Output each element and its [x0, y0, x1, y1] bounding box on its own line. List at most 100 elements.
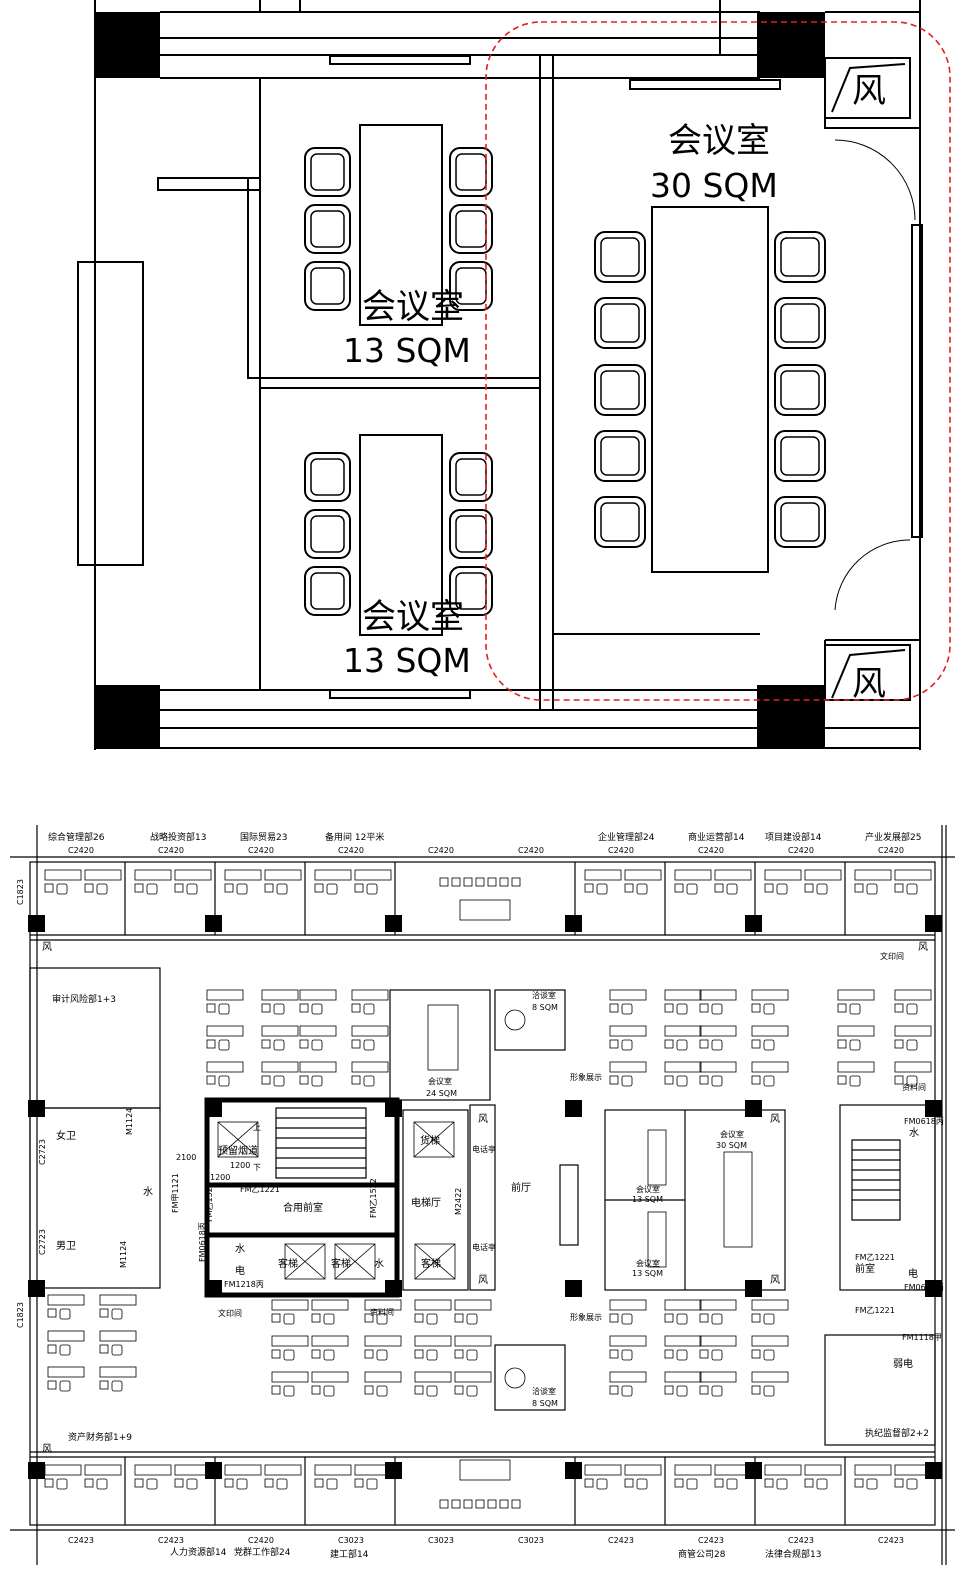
workstation: [99, 1366, 137, 1392]
office-chair: [676, 1075, 688, 1087]
desk: [674, 1464, 712, 1476]
workstation: [751, 1025, 789, 1051]
desk: [47, 1294, 85, 1306]
desk: [699, 989, 737, 1001]
desk: [311, 1299, 349, 1311]
workstation: [751, 1061, 789, 1087]
cabinet: [699, 1039, 709, 1049]
chair: [774, 231, 826, 283]
workstation: [664, 1061, 702, 1087]
workstation: [47, 1330, 85, 1356]
room-name: 客梯: [421, 1257, 441, 1270]
chair-seat: [304, 566, 351, 616]
workstation: [894, 1464, 932, 1490]
window-code: C2420: [68, 846, 94, 855]
room-area: 8 SQM: [532, 1003, 558, 1012]
room-name: 男卫: [56, 1240, 76, 1252]
shaft-label: 风: [852, 664, 886, 704]
meeting-table: [723, 1151, 753, 1248]
round-table: [504, 1367, 526, 1389]
room-name: 前室: [855, 1262, 875, 1275]
cabinet: [414, 1313, 424, 1323]
room-name: 形象展示: [570, 1072, 602, 1082]
chair-seat: [774, 364, 826, 416]
office-chair: [621, 1313, 633, 1325]
desk: [664, 1335, 702, 1347]
office-chair: [906, 1478, 918, 1490]
workstation: [584, 869, 622, 895]
lounge-seat: [487, 1499, 497, 1509]
window-code: C2423: [158, 1536, 184, 1545]
desk: [664, 1299, 702, 1311]
meeting-table-large: [651, 206, 769, 573]
workstation: [454, 1335, 492, 1361]
elevator-car: [284, 1243, 326, 1280]
workstation: [271, 1335, 309, 1361]
workstation: [47, 1366, 85, 1392]
cabinet: [351, 1075, 361, 1085]
cabinet: [699, 1385, 709, 1395]
office-chair: [326, 1478, 338, 1490]
desk: [751, 1025, 789, 1037]
office-chair: [466, 1313, 478, 1325]
cabinet: [47, 1308, 57, 1318]
elevator-cross: [284, 1243, 326, 1280]
workstation: [609, 1371, 647, 1397]
office-chair: [621, 1039, 633, 1051]
desk: [894, 1061, 932, 1073]
office-chair: [311, 1003, 323, 1015]
elevator-car: [334, 1243, 376, 1280]
chair-cushion: [310, 515, 345, 553]
room-name: 水: [374, 1258, 384, 1270]
meeting-table: [647, 1129, 667, 1186]
office-chair: [323, 1349, 335, 1361]
column: [745, 1280, 762, 1297]
lounge-seat: [511, 1499, 521, 1509]
office-chair: [726, 883, 738, 895]
cabinet: [804, 883, 814, 893]
cabinet: [751, 1313, 761, 1323]
shaft-label: 风: [852, 71, 886, 111]
cabinet: [299, 1039, 309, 1049]
office-chair: [376, 1313, 388, 1325]
office-chair: [711, 1313, 723, 1325]
cabinet: [47, 1380, 57, 1390]
office-chair: [363, 1003, 375, 1015]
cabinet: [751, 1385, 761, 1395]
door-code: FM乙1221: [855, 1306, 895, 1315]
cabinet: [674, 883, 684, 893]
cabinet: [364, 1385, 374, 1395]
office-chair: [218, 1003, 230, 1015]
desk: [584, 1464, 622, 1476]
lounge-seat: [439, 1499, 449, 1509]
chair-cushion: [310, 210, 345, 248]
plan-walls: [10, 825, 955, 1565]
desk: [609, 1299, 647, 1311]
office-chair: [311, 1039, 323, 1051]
office-chair: [323, 1313, 335, 1325]
workstation: [454, 1299, 492, 1325]
cabinet: [751, 1349, 761, 1359]
desk: [664, 1025, 702, 1037]
chair-seat: [449, 204, 493, 254]
desk: [224, 869, 262, 881]
workstation: [261, 989, 299, 1015]
office-chair: [621, 1003, 633, 1015]
workstation: [714, 869, 752, 895]
meeting-table: [427, 1004, 459, 1071]
top-window-labels: C2420 C2420 C2420 C2420 C2420 C2420 C242…: [68, 846, 904, 855]
office-chair: [849, 1075, 861, 1087]
side-window-labels: C1823 C1823 C2723 C2723: [16, 879, 47, 1328]
window-code: C2420: [608, 846, 634, 855]
workstation: [314, 869, 352, 895]
shaft-bottom: 风: [824, 644, 911, 704]
department-label: 执纪监督部2+2: [865, 1427, 929, 1439]
window-code: C2423: [698, 1536, 724, 1545]
elevator-box: [334, 1243, 376, 1280]
plan-columns: [28, 915, 942, 1479]
desk: [664, 1371, 702, 1383]
dimension: 1200: [210, 1173, 230, 1182]
office-chair: [676, 1003, 688, 1015]
office-chair: [426, 1349, 438, 1361]
chair-seat: [449, 261, 493, 311]
